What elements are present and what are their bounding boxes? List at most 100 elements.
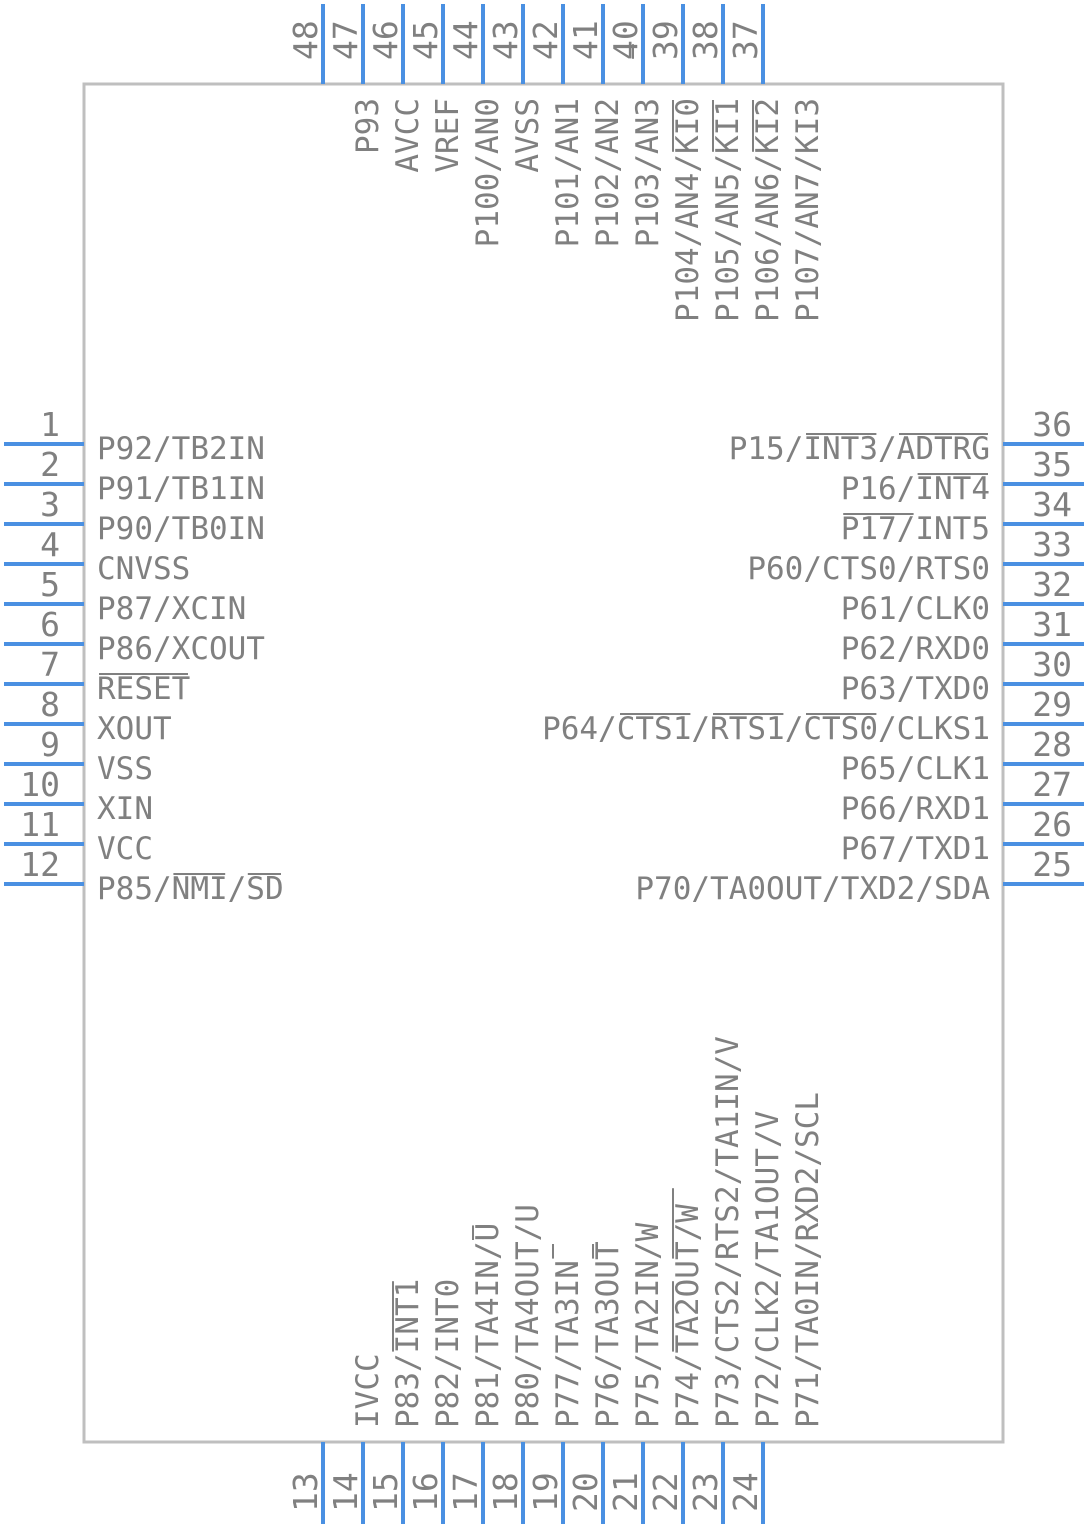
pin-number: 36 bbox=[1032, 405, 1072, 444]
pin-label-group: P101/AN1 bbox=[550, 98, 586, 247]
pin-label-group: P106/AN6/KI2 bbox=[750, 98, 786, 322]
pin-number: 10 bbox=[20, 765, 60, 804]
pin-label-group: AVCC bbox=[390, 98, 426, 173]
pin-label: P66/RXD1 bbox=[841, 791, 990, 827]
pin-number: 39 bbox=[646, 20, 685, 60]
pin-label: P61/CLK0 bbox=[841, 591, 990, 627]
pin-label-group: P72/CLK2/TA1OUT/V bbox=[750, 1111, 786, 1428]
pin-label-group: P100/AN0 bbox=[470, 98, 506, 247]
pin-number: 13 bbox=[286, 1472, 325, 1512]
pin-number: 38 bbox=[686, 20, 725, 60]
pin-label-group: P80/TA4OUT/U bbox=[510, 1204, 546, 1428]
pin-label-group: P107/AN7/KI3 bbox=[790, 98, 826, 322]
pin-p71-ta0in-rxd2-scl: P71/TA0IN/RXD2/SCL bbox=[790, 1092, 826, 1428]
pin-label: AVCC bbox=[390, 98, 426, 173]
pin-label: P102/AN2 bbox=[590, 98, 626, 247]
pin-label: P85/NMI/SD bbox=[97, 871, 284, 907]
pin-number: 41 bbox=[566, 20, 605, 60]
pins-layer: 1P92/TB2IN2P91/TB1IN3P90/TB0IN4CNVSS5P87… bbox=[4, 4, 1084, 1524]
pin-label: P105/AN5/KI1 bbox=[710, 98, 746, 322]
pin-label: P15/INT3/ADTRG bbox=[729, 431, 990, 467]
pin-label: P17/INT5 bbox=[841, 511, 990, 547]
pin-label: P74/TA2OUT/W bbox=[670, 1204, 706, 1428]
pin-number: 42 bbox=[526, 20, 565, 60]
pin-label: VREF bbox=[430, 98, 466, 173]
pin-label: P16/INT4 bbox=[841, 471, 990, 507]
pin-number: 28 bbox=[1032, 725, 1072, 764]
pin-number: 37 bbox=[726, 20, 765, 60]
pin-number: 43 bbox=[486, 20, 525, 60]
pin-label: P101/AN1 bbox=[550, 98, 586, 247]
pin-number: 22 bbox=[646, 1472, 685, 1512]
pin-number: 25 bbox=[1032, 845, 1072, 884]
pin-number: 48 bbox=[286, 20, 325, 60]
pin-label: P104/AN4/KI0 bbox=[670, 98, 706, 322]
chip-body-outline bbox=[82, 82, 1005, 1444]
pin-label: P67/TXD1 bbox=[841, 831, 990, 867]
pin-number: 32 bbox=[1032, 565, 1072, 604]
pin-number: 23 bbox=[686, 1472, 725, 1512]
pin-number: 27 bbox=[1032, 765, 1072, 804]
pin-label: P77/TA3IN bbox=[550, 1260, 586, 1428]
pin-label-group: P103/AN3 bbox=[630, 44, 666, 247]
pin-label: P83/INT1 bbox=[390, 1279, 426, 1428]
pin-number: 11 bbox=[20, 805, 60, 844]
pin-label: XIN bbox=[97, 791, 153, 827]
pin-label-group: P81/TA4IN/U bbox=[470, 1223, 506, 1428]
pin-label: P62/RXD0 bbox=[841, 631, 990, 667]
pin-label-group: P93 bbox=[350, 98, 386, 154]
pin-number: 8 bbox=[40, 685, 60, 724]
pin-label: P63/TXD0 bbox=[841, 671, 990, 707]
pin-number: 12 bbox=[20, 845, 60, 884]
pin-label: P92/TB2IN bbox=[97, 431, 265, 467]
pin-label: P70/TA0OUT/TXD2/SDA bbox=[635, 871, 990, 907]
pin-label-group: P74/TA2OUT/W bbox=[670, 1188, 706, 1428]
pin-label-group: P83/INT1 bbox=[390, 1279, 426, 1428]
pin-label: P72/CLK2/TA1OUT/V bbox=[750, 1111, 786, 1428]
pin-label-group: P76/TA3OUT bbox=[590, 1241, 626, 1428]
pin-label: P93 bbox=[350, 98, 386, 154]
pin-number: 31 bbox=[1032, 605, 1072, 644]
pin-22: 22 P74/TA2OUT/W bbox=[646, 1188, 706, 1524]
pin-label-group: IVCC bbox=[350, 1353, 386, 1428]
pin-number: 7 bbox=[40, 645, 60, 684]
pin-label-group: P75/TA2IN/W bbox=[630, 1222, 666, 1428]
pin-label-group: P82/INT0 bbox=[430, 1279, 466, 1428]
pin-label: P86/XCOUT bbox=[97, 631, 265, 667]
pin-label: P64/CTS1/RTS1/CTS0/CLKS1 bbox=[542, 711, 990, 747]
pin-label: VSS bbox=[97, 751, 153, 787]
pin-p107-an7-ki3: P107/AN7/KI3 bbox=[790, 98, 826, 322]
pin-number: 24 bbox=[726, 1472, 765, 1512]
pin-label: P82/INT0 bbox=[430, 1279, 466, 1428]
pin-number: 30 bbox=[1032, 645, 1072, 684]
pin-number: 9 bbox=[40, 725, 60, 764]
pin-label-group: P77/TA3IN bbox=[550, 1244, 586, 1428]
pin-number: 26 bbox=[1032, 805, 1072, 844]
pin-number: 15 bbox=[366, 1472, 405, 1512]
